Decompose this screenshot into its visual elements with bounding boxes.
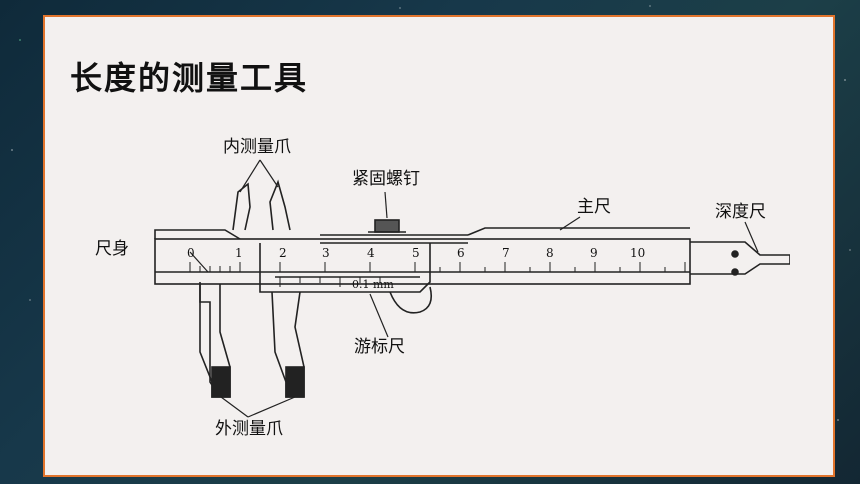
label-depth-rod: 深度尺 [715, 202, 766, 222]
scale-number: 6 [457, 246, 465, 260]
inner-jaw-fixed [232, 182, 251, 231]
label-lock-screw: 紧固螺钉 [352, 169, 420, 189]
label-body: 尺身 [95, 239, 129, 259]
label-inner-jaw: 内测量爪 [223, 137, 291, 157]
vernier-unit-label: 0.1 mm [352, 278, 394, 291]
vernier-slider [259, 243, 431, 293]
thumb-wheel [389, 286, 433, 314]
scale-number: 1 [235, 246, 243, 260]
label-main-scale: 主尺 [577, 197, 611, 217]
lock-screw-shape [374, 219, 400, 233]
main-scale-beam [154, 238, 691, 285]
scale-number: 8 [546, 246, 554, 260]
scale-number: 3 [322, 246, 330, 260]
vernier-caliper-diagram: 0 1 2 3 4 5 6 7 8 9 10 0.1 mm 内测量爪 紧固螺钉 … [95, 137, 790, 439]
scale-number: 5 [412, 246, 420, 260]
scale-number: 4 [367, 246, 375, 260]
slide-panel: 长度的测量工具 [43, 15, 835, 477]
label-vernier: 游标尺 [354, 337, 405, 357]
scale-number: 7 [502, 246, 510, 260]
scale-number: 2 [279, 246, 287, 260]
scale-number: 9 [590, 246, 598, 260]
label-outer-jaw: 外测量爪 [215, 419, 283, 439]
depth-rod-shape [690, 241, 790, 275]
scale-number: 0 [187, 246, 195, 260]
scale-number: 10 [630, 246, 645, 260]
slide-title: 长度的测量工具 [70, 59, 309, 97]
inner-jaw-movable [269, 179, 291, 231]
